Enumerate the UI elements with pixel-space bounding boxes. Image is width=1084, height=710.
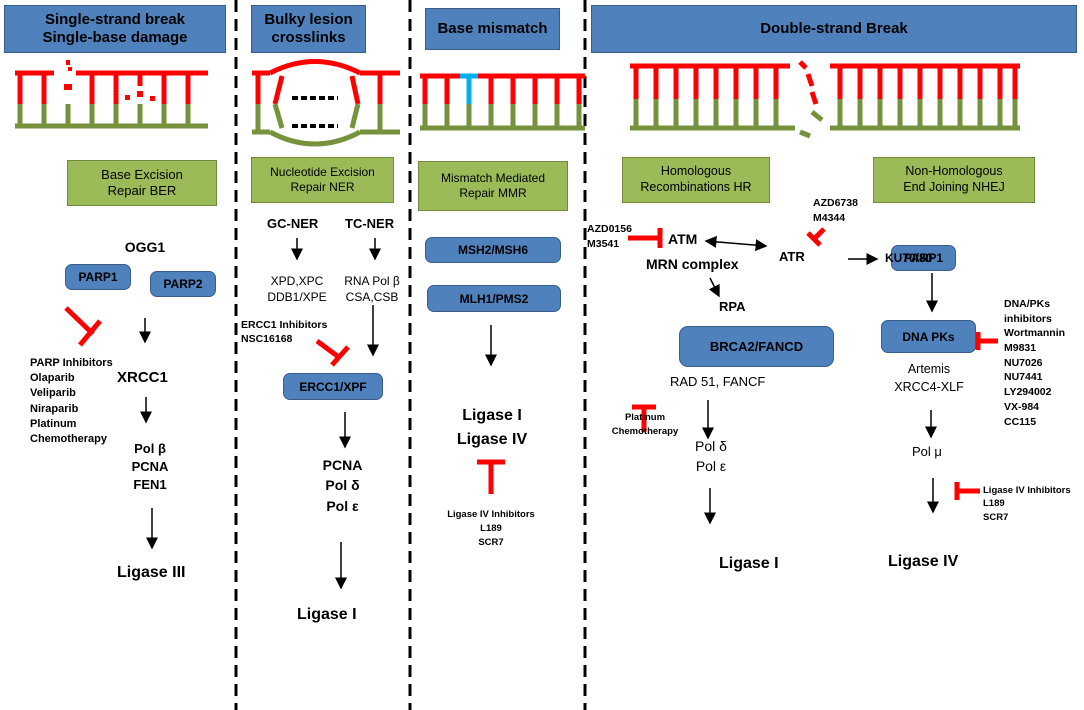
ner-ligase: Ligase I	[297, 606, 357, 623]
column-separators	[234, 0, 587, 710]
nhej-parp1-box: PARP1	[891, 245, 956, 271]
pathway-ner: Nucleotide Excision Repair NER	[251, 157, 394, 203]
brca2-fancd-box: BRCA2/FANCD	[679, 326, 834, 367]
mmr-ligase-inhibitors: Ligase IV Inhibitors L189 SCR7	[447, 509, 535, 548]
atr-inhibitors: AZD6738 M4344	[813, 197, 858, 225]
gc-ner-factors: XPD,XPC DDB1/XPE	[267, 274, 327, 305]
dna-single-strand-break	[15, 60, 208, 129]
rpa-label: RPA	[719, 299, 746, 314]
pathway-hr: Homologous Recombinations HR	[622, 157, 770, 203]
ku70-80-label: KU70/80	[885, 251, 933, 265]
parp2-box: PARP2	[150, 271, 216, 297]
ercc1-inhibitors: ERCC1 Inhibitors NSC16168	[241, 319, 328, 346]
tc-ner-factors: RNA Pol β CSA,CSB	[344, 274, 400, 305]
pathway-nhej: Non-Homologous End Joining NHEJ	[873, 157, 1035, 203]
ber-factors: Pol β PCNA FEN1	[131, 441, 169, 493]
pathway-mmr: Mismatch Mediated Repair MMR	[418, 161, 568, 211]
msh2-msh6-box: MSH2/MSH6	[425, 237, 561, 263]
nhej-ligase-inhibitors: Ligase IV Inhibitors L189 SCR7	[983, 485, 1071, 523]
rad51-fancf-label: RAD 51, FANCF	[670, 374, 766, 389]
parp1-box: PARP1	[65, 264, 131, 290]
ogg1-label: OGG1	[124, 239, 166, 255]
parp-inhibitors-list: PARP Inhibitors Olaparib Veliparib Nirap…	[30, 357, 113, 445]
pol-mu-label: Pol μ	[912, 444, 942, 459]
artemis-xrcc4-label: Artemis XRCC4-XLF	[894, 362, 964, 395]
ercc1-xpf-box: ERCC1/XPF	[283, 373, 383, 400]
atm-label: ATM	[668, 231, 698, 247]
tc-ner-label: TC-NER	[345, 216, 395, 231]
ber-ligase: Ligase III	[117, 564, 186, 581]
atm-atr-double-arrow	[704, 235, 768, 252]
pathway-ber: Base Excision Repair BER	[67, 160, 217, 206]
xrcc1-label: XRCC1	[117, 369, 168, 386]
dna-double-strand-break	[630, 60, 1020, 139]
mrn-complex-label: MRN complex	[646, 256, 739, 272]
dna-crosslink	[252, 59, 400, 147]
dna-pks-inhibitors: DNA/PKs inhibitors Wortmannin M9831 NU70…	[1004, 298, 1066, 428]
platinum-chemotherapy: Platinum Chemotherapy	[611, 412, 679, 437]
header-single-strand-break: Single-strand break Single-base damage	[4, 5, 226, 53]
ner-factors: PCNA Pol δ Pol ε	[322, 457, 363, 514]
dna-pks-box: DNA PKs	[881, 320, 976, 353]
mmr-ligases: Ligase I Ligase IV	[456, 407, 528, 448]
dna-mismatch	[420, 73, 585, 131]
gc-ner-label: GC-NER	[267, 216, 319, 231]
mlh1-pms2-box: MLH1/PMS2	[427, 285, 561, 312]
atr-label: ATR	[779, 249, 805, 264]
hr-ligase: Ligase I	[719, 555, 779, 572]
header-bulky-lesion: Bulky lesion crosslinks	[251, 5, 366, 53]
atm-inhibitors: AZD0156 M3541	[587, 223, 632, 251]
flow-arrows	[139, 238, 939, 590]
nhej-ligase: Ligase IV	[888, 553, 959, 570]
header-double-strand-break: Double-strand Break	[591, 5, 1077, 53]
header-base-mismatch: Base mismatch	[425, 8, 560, 50]
inhibitor-bars	[64, 227, 998, 500]
hr-polymerases: Pol δ Pol ε	[695, 438, 727, 475]
